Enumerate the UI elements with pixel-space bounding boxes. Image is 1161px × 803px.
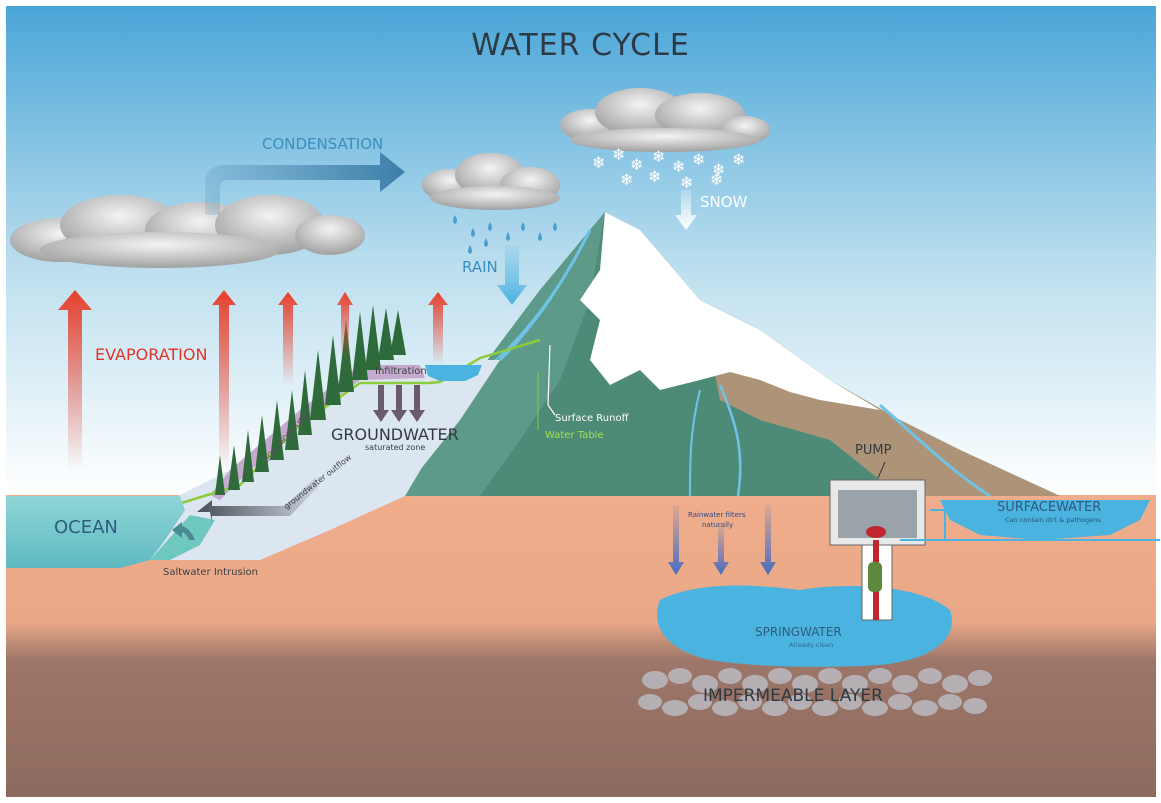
- cloud-snow: [560, 88, 770, 152]
- infiltration-label: Infiltration: [375, 366, 427, 377]
- evaporation-arrows: [58, 290, 448, 470]
- infiltration-arrows: [373, 385, 425, 422]
- pump-house: [829, 479, 1160, 621]
- svg-text:❄: ❄: [710, 170, 723, 189]
- snow-arrow: [675, 190, 697, 230]
- svg-text:❄: ❄: [732, 150, 745, 169]
- rain-label: RAIN: [462, 258, 498, 276]
- surfacewater-label: SURFACEWATER: [997, 500, 1102, 515]
- svg-text:❄: ❄: [592, 153, 605, 172]
- snowflakes: ❄❄❄❄ ❄❄❄❄ ❄❄❄❄: [592, 145, 745, 192]
- rainwater-filters-label-line1: Rainwater filters: [688, 511, 746, 519]
- forest: [215, 305, 406, 495]
- svg-text:❄: ❄: [712, 160, 725, 179]
- surfacewater-sublabel: Can contain dirt & pathogens: [1005, 516, 1101, 524]
- condensation-arrow: [205, 152, 405, 215]
- raindrops: [453, 215, 557, 254]
- saltwater-intrusion-label: Saltwater Intrusion: [163, 567, 258, 578]
- cloud-rain: [422, 153, 560, 210]
- groundwater-sublabel: saturated zone: [365, 443, 426, 452]
- surface-runoff-pointer: [547, 344, 556, 416]
- rain-arrow: [497, 245, 527, 305]
- svg-text:❄: ❄: [630, 155, 643, 174]
- springwater-label: SPRINGWATER: [755, 625, 842, 639]
- svg-text:❄: ❄: [620, 170, 633, 189]
- saltwater-wedge: [150, 515, 215, 560]
- pump-label: PUMP: [855, 443, 892, 458]
- evaporation-label: EVAPORATION: [95, 345, 208, 364]
- snow-label: SNOW: [700, 193, 748, 211]
- impermeable-layer-label: IMPERMEABLE LAYER: [703, 686, 883, 706]
- stream-3: [718, 384, 742, 497]
- svg-text:❄: ❄: [680, 173, 693, 192]
- condensation-label: CONDENSATION: [262, 135, 384, 153]
- ocean-label: OCEAN: [54, 517, 118, 538]
- pump-pointer: [877, 461, 886, 479]
- snow-cap: [580, 212, 880, 410]
- stream-4: [879, 403, 991, 498]
- springwater-sublabel: Already clean: [789, 641, 834, 649]
- groundwater-label: GROUNDWATER: [331, 425, 459, 444]
- cloud-left: [10, 195, 365, 268]
- svg-text:❄: ❄: [692, 150, 705, 169]
- rainwater-filter-arrows: [668, 505, 776, 575]
- pond: [425, 365, 482, 381]
- diagram-title: WATER CYCLE: [471, 28, 690, 63]
- ocean: [6, 496, 185, 568]
- rainwater-filters-label-line2: naturally: [702, 521, 734, 529]
- svg-text:❄: ❄: [648, 167, 661, 186]
- saltwater-intrusion-arrow: [172, 522, 195, 540]
- svg-text:❄: ❄: [652, 147, 665, 166]
- stream-5: [689, 389, 701, 497]
- surfacewater-lake: [940, 500, 1150, 540]
- surface-runoff-label: Surface Runoff: [555, 413, 629, 424]
- svg-text:❄: ❄: [672, 157, 685, 176]
- stream-2: [489, 259, 576, 366]
- svg-text:❄: ❄: [612, 145, 625, 164]
- impermeable-layer-stones: [638, 668, 992, 716]
- groundwater-outflow-arrow: [197, 478, 320, 522]
- water-table-label: Water Table: [545, 430, 604, 441]
